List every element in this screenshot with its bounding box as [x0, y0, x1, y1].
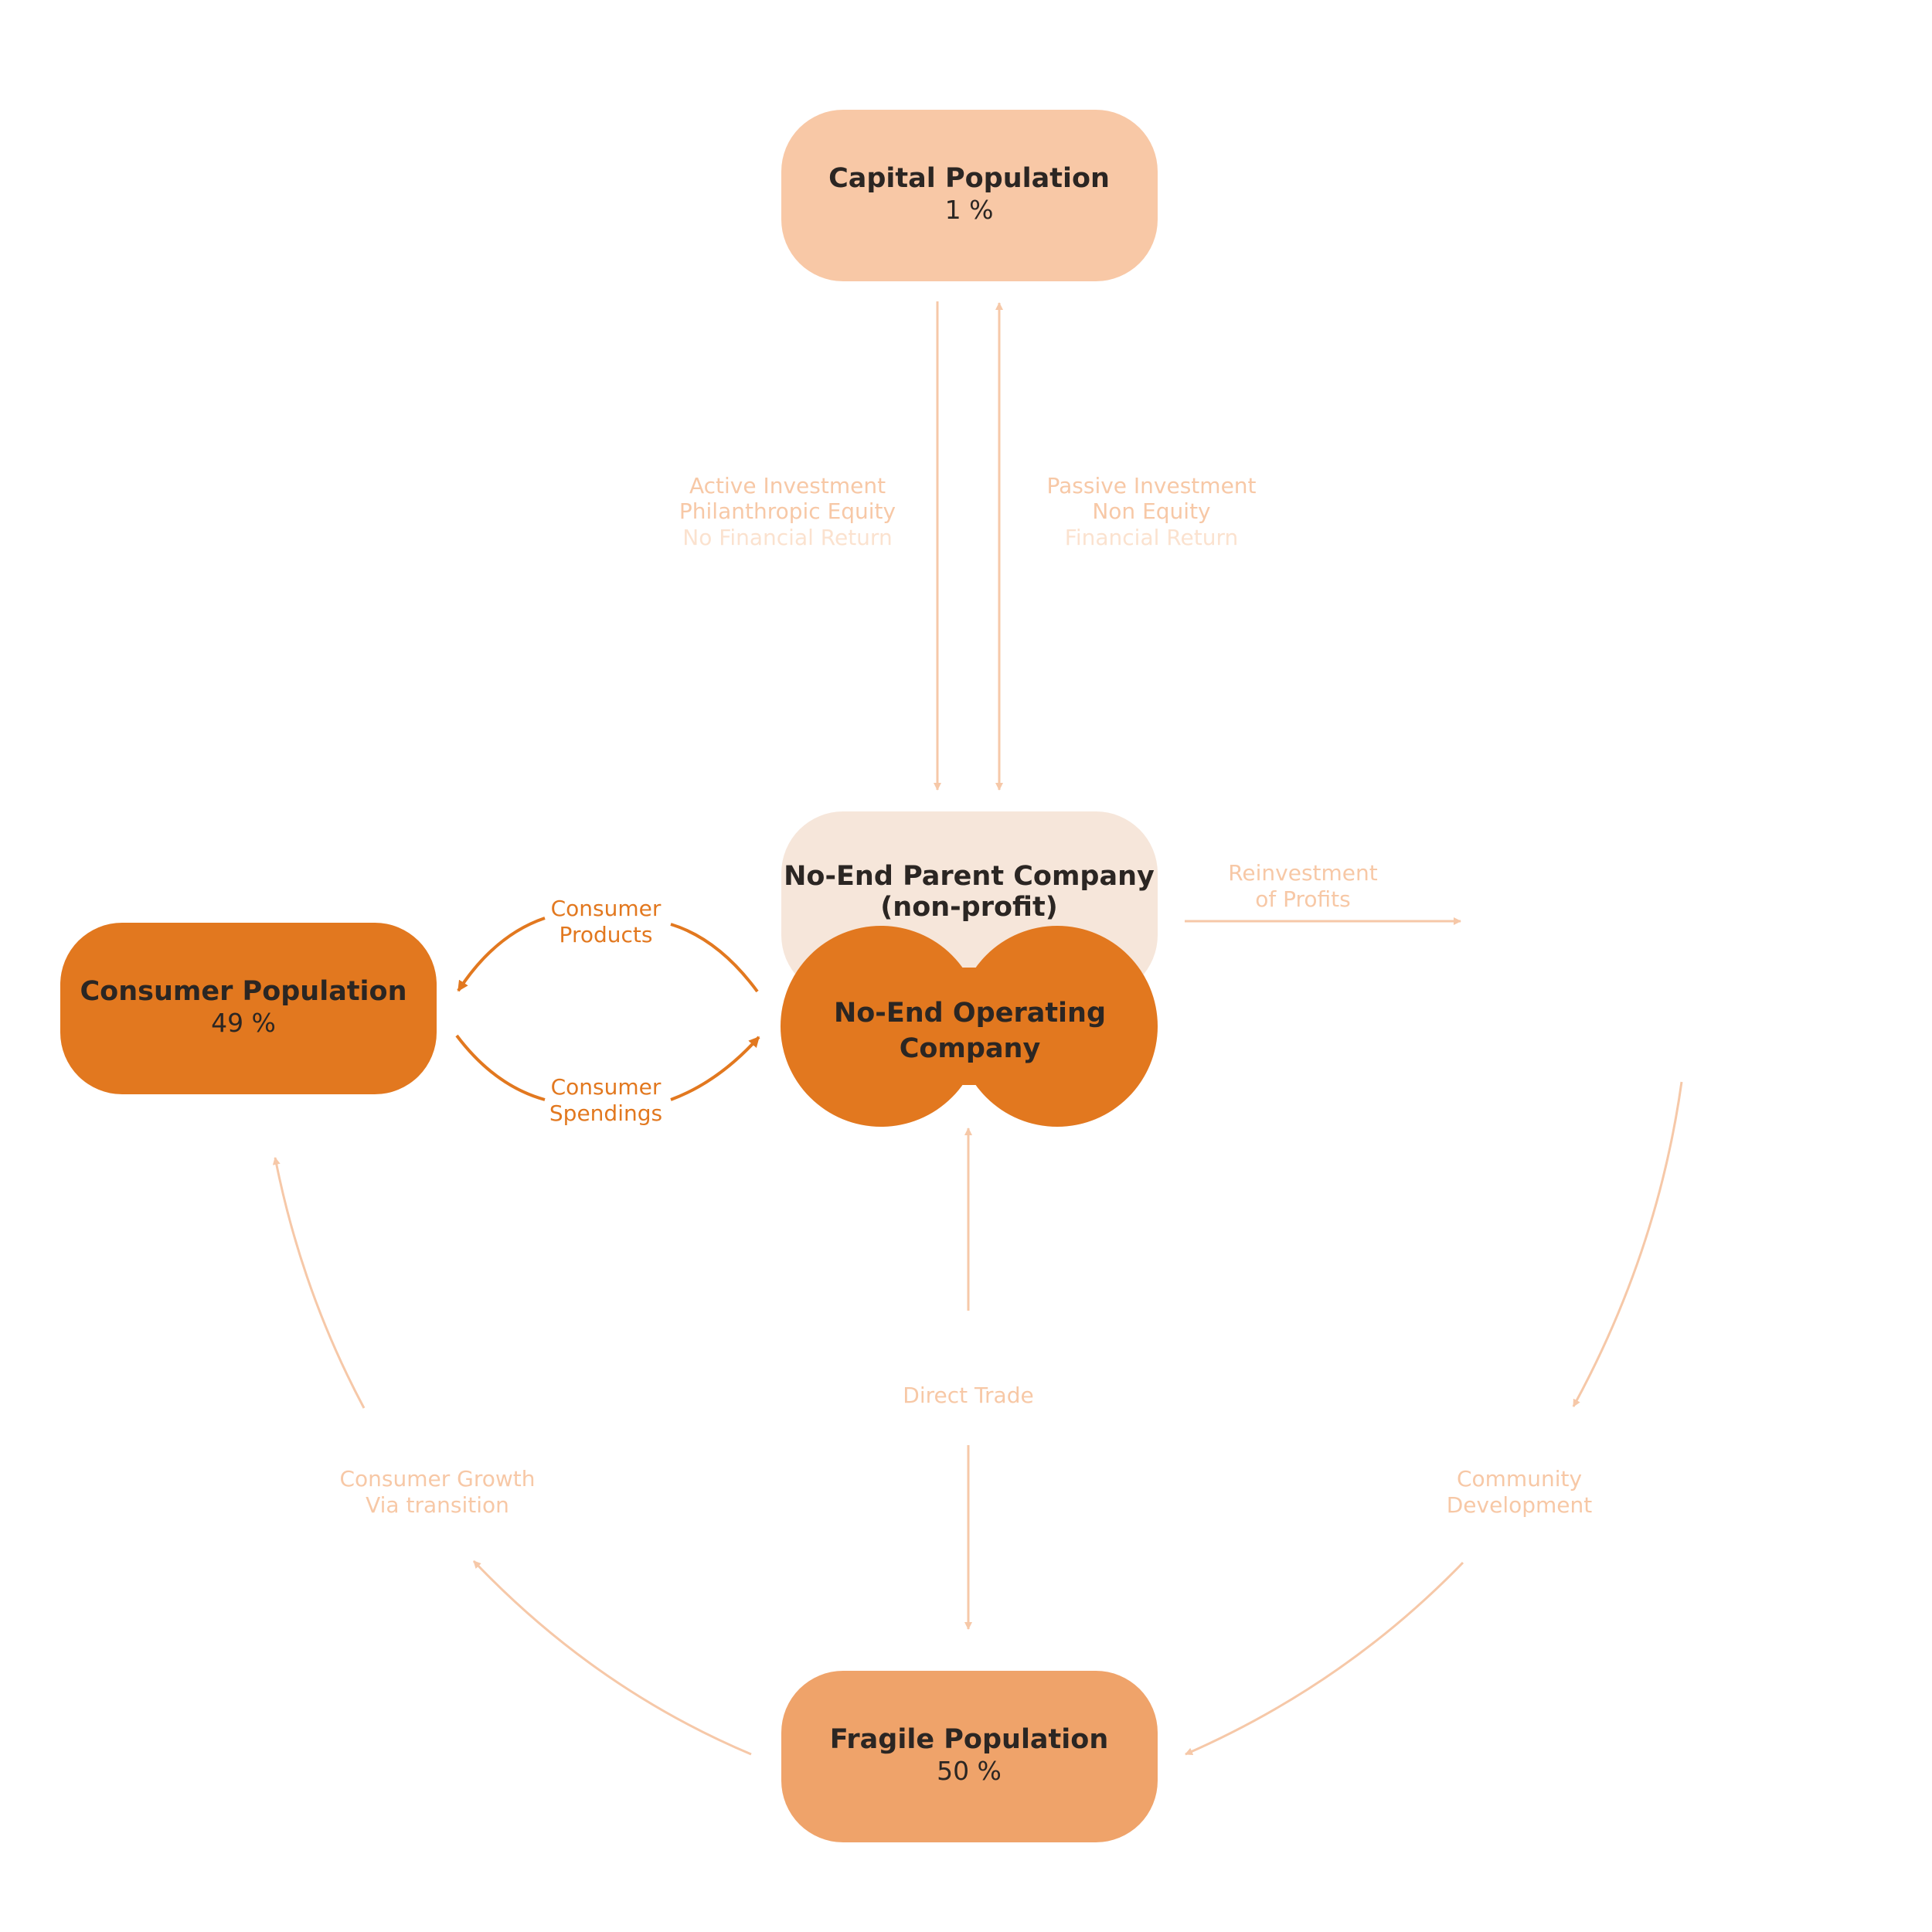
svg-text:Philanthropic Equity: Philanthropic Equity [679, 498, 896, 524]
consumer-growth-top-arrow [272, 1157, 366, 1409]
svg-text:of Profits: of Profits [1255, 886, 1351, 912]
svg-text:No Financial Return: No Financial Return [682, 525, 892, 550]
svg-text:Active Investment: Active Investment [689, 473, 886, 498]
consumer-products-arrow [458, 917, 759, 992]
community-development-bottom-arrow [1185, 1561, 1464, 1756]
fragile-population-title: Fragile Population [830, 1724, 1109, 1755]
svg-text:Community: Community [1457, 1466, 1582, 1492]
parent-company-subtitle: (non-profit) [880, 892, 1057, 923]
consumer-population-node: Consumer Population 49 % [60, 923, 437, 1094]
svg-text:Financial Return: Financial Return [1065, 525, 1238, 550]
svg-text:Products: Products [560, 922, 653, 947]
consumer-population-box [60, 923, 437, 1094]
parent-company-title: No-End Parent Company [784, 861, 1155, 892]
svg-text:Passive Investment: Passive Investment [1046, 473, 1256, 498]
capital-population-title: Capital Population [828, 163, 1110, 194]
direct-trade-label: Direct Trade [903, 1383, 1033, 1408]
svg-text:Reinvestment: Reinvestment [1228, 860, 1378, 886]
svg-text:Development: Development [1447, 1492, 1593, 1518]
capital-population-percent: 1 % [945, 195, 994, 225]
consumer-population-title: Consumer Population [80, 976, 406, 1007]
svg-text:Via transition: Via transition [366, 1492, 509, 1518]
community-development-top-arrow [1572, 1081, 1683, 1407]
active-investment-label: Active Investment Philanthropic Equity N… [679, 473, 896, 550]
capital-population-box [781, 110, 1158, 281]
svg-text:Consumer: Consumer [551, 896, 662, 921]
community-development-label: Community Development [1447, 1466, 1593, 1518]
consumer-growth-label: Consumer Growth Via transition [339, 1466, 535, 1518]
svg-text:Spendings: Spendings [549, 1100, 662, 1126]
fragile-population-percent: 50 % [937, 1756, 1002, 1786]
passive-investment-label: Passive Investment Non Equity Financial … [1046, 473, 1256, 550]
operating-company-node: No-End Operating Company [781, 926, 1158, 1127]
operating-company-bridge [927, 968, 1011, 1085]
svg-text:Consumer Growth: Consumer Growth [339, 1466, 535, 1492]
consumer-spendings-arrow [455, 1036, 759, 1101]
fragile-population-node: Fragile Population 50 % [781, 1671, 1158, 1842]
consumer-growth-bottom-arrow [472, 1560, 752, 1756]
consumer-population-percent: 49 % [211, 1008, 276, 1038]
svg-text:Consumer: Consumer [551, 1074, 662, 1100]
capital-population-node: Capital Population 1 % [781, 110, 1158, 281]
consumer-spendings-label: Consumer Spendings [549, 1074, 662, 1126]
fragile-population-box [781, 1671, 1158, 1842]
svg-text:Non Equity: Non Equity [1092, 498, 1210, 524]
operating-company-subtitle: Company [900, 1033, 1041, 1064]
consumer-products-label: Consumer Products [551, 896, 662, 947]
reinvestment-label: Reinvestment of Profits [1228, 860, 1378, 912]
operating-company-title: No-End Operating [834, 998, 1106, 1029]
